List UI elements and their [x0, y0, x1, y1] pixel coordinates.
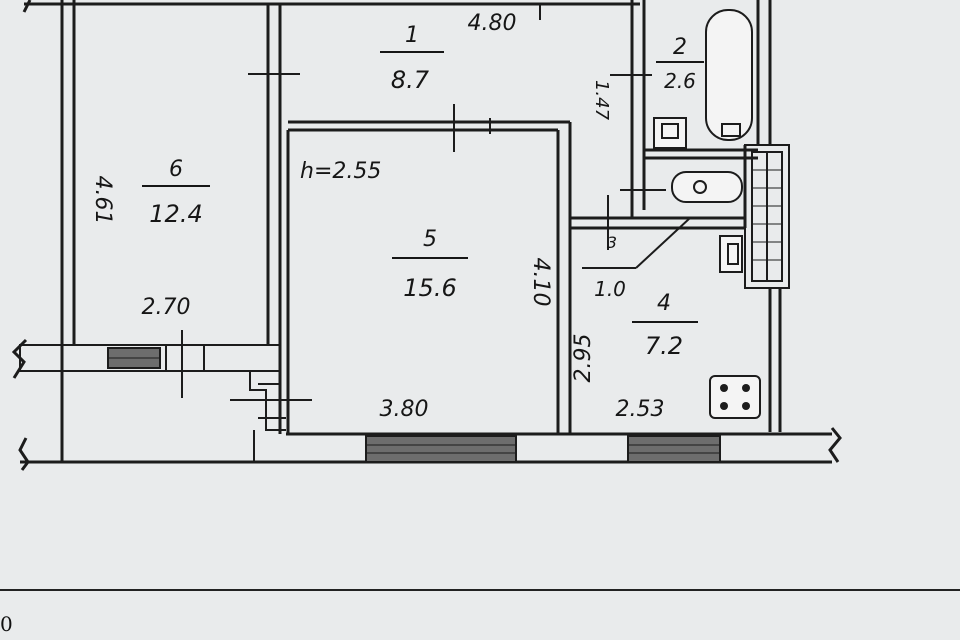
ventilation-rungs	[752, 169, 782, 261]
bottom-left-break	[18, 437, 30, 471]
room-2-number: 2	[673, 35, 687, 60]
balcony-break	[11, 338, 28, 379]
dim-bath: 1.47	[591, 80, 612, 121]
dim-kitchen-width: 2.53	[616, 397, 665, 422]
stove	[709, 375, 761, 419]
dim-room5-depth: 4.10	[528, 258, 553, 307]
room-2-area: 2.6	[664, 69, 696, 93]
room-1-number: 1	[405, 23, 419, 48]
page-footer-number: 0	[0, 612, 13, 636]
sink-bath-bowl	[661, 123, 679, 139]
corner-step	[249, 371, 286, 431]
window-kitchen	[627, 435, 721, 463]
dim-room6-height: 4.61	[90, 176, 115, 225]
room-3-number: 3	[607, 233, 617, 252]
ceiling-height-label: h=2.55	[300, 159, 381, 184]
dim-kitchen-depth: 2.95	[571, 334, 596, 383]
room-1-area: 8.7	[391, 66, 430, 94]
room-5-number: 5	[423, 227, 437, 252]
dim-room5-width: 3.80	[380, 397, 429, 422]
ventilation-shaft	[744, 144, 790, 289]
room-6-area: 12.4	[149, 200, 202, 228]
diagonal-room3	[635, 217, 691, 269]
bathtub-drain	[721, 123, 741, 137]
top-wall-break	[22, 0, 32, 13]
stove-burners	[720, 384, 750, 410]
toilet-seat	[693, 180, 707, 194]
room-4-number: 4	[657, 291, 671, 316]
window-room5	[365, 435, 517, 463]
room-3-area: 1.0	[594, 277, 626, 301]
room-4-area: 7.2	[645, 332, 683, 360]
dim-top-length: 4.80	[468, 11, 517, 36]
dim-balcony-width: 2.70	[142, 295, 191, 320]
kitchen-sink-bowl	[727, 243, 739, 265]
bathtub	[705, 9, 753, 141]
room-5-area: 15.6	[403, 274, 456, 302]
room-6-number: 6	[169, 157, 183, 182]
bottom-right-break	[828, 427, 842, 463]
